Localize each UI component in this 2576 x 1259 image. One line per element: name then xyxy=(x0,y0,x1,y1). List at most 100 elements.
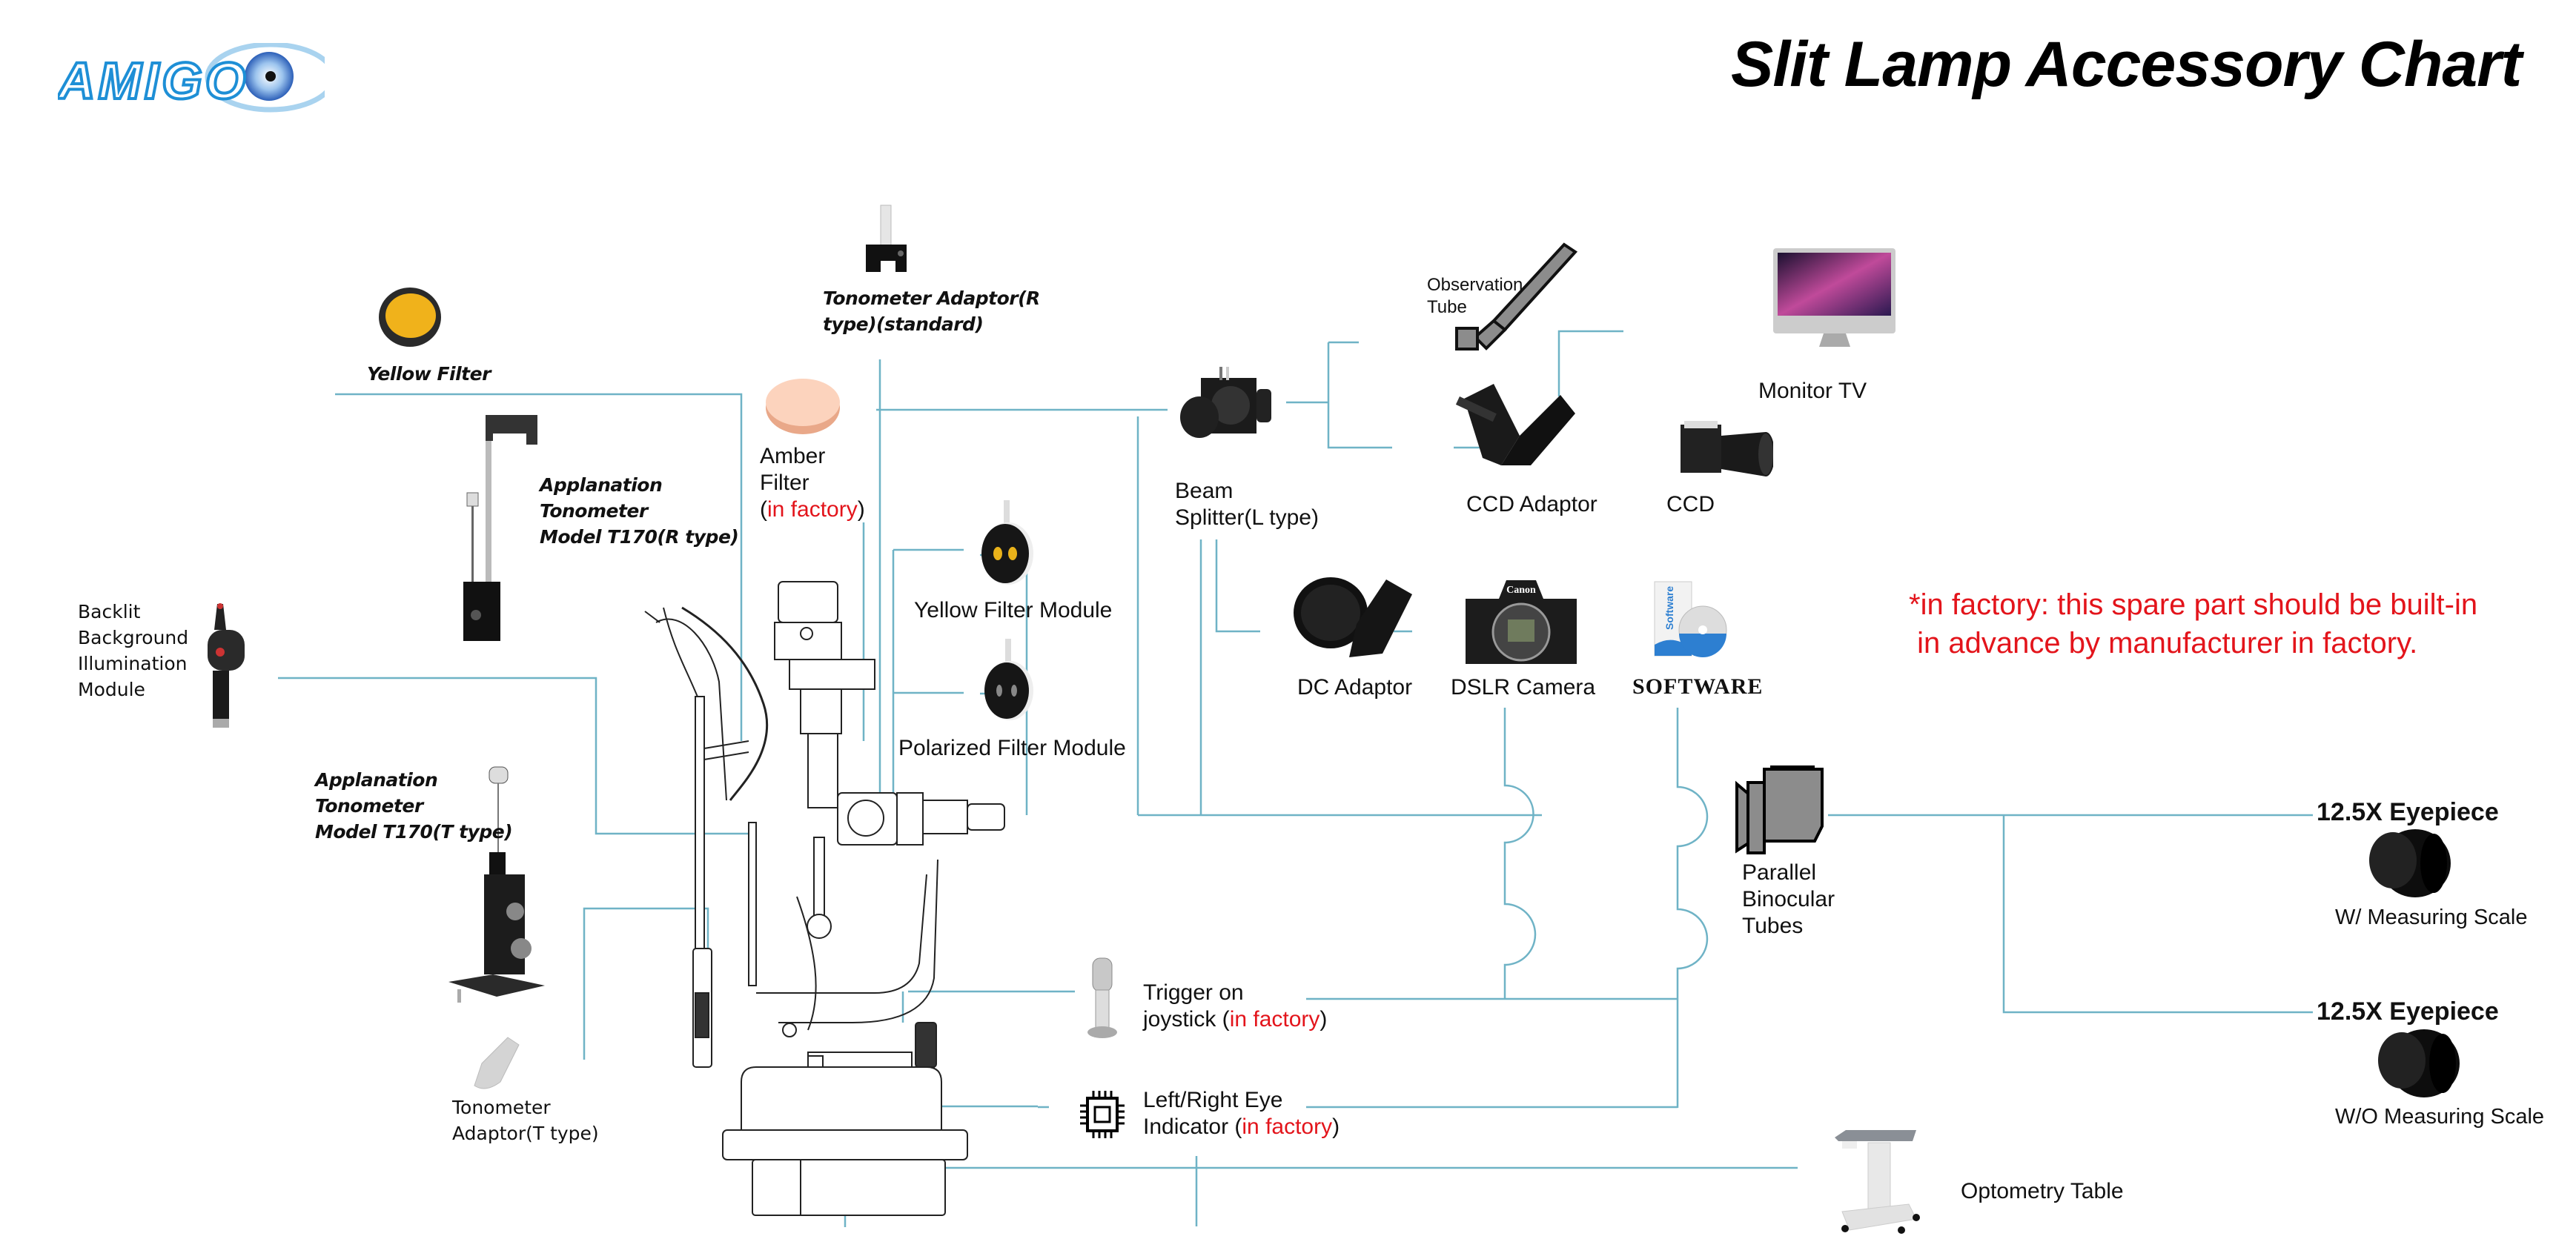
label-line: Filter xyxy=(760,471,809,495)
trigger-joystick-image xyxy=(1084,954,1121,1043)
label-line: Tonometer xyxy=(315,795,423,817)
label-eyepiece-w-heading: 12.5X Eyepiece xyxy=(2317,798,2499,826)
parallel-binocular-tube-image xyxy=(1733,763,1830,860)
in-factory-note: *in factory: this spare part should be b… xyxy=(1909,585,2477,662)
ccd-adaptor-image xyxy=(1449,384,1575,484)
connector-obs-ccd xyxy=(1327,342,1392,449)
label-eyepiece-w-sub: W/ Measuring Scale xyxy=(2335,906,2528,929)
svg-text:Canon: Canon xyxy=(1506,585,1536,596)
label-line: Adaptor(T type) xyxy=(452,1123,599,1144)
paren: ( xyxy=(760,497,767,522)
optometry-table-image xyxy=(1835,1126,1927,1238)
connector-monitor xyxy=(1557,330,1623,396)
label-ccd-adaptor: CCD Adaptor xyxy=(1466,492,1597,516)
chip-icon xyxy=(1079,1089,1126,1143)
svg-text:Software: Software xyxy=(1663,586,1675,630)
connector-tonometer-t xyxy=(583,907,709,1060)
label-line: (in factory) xyxy=(760,496,865,523)
yellow-filter-image xyxy=(377,288,443,354)
label-line: Tonometer xyxy=(540,500,648,522)
label-software: SOFTWARE xyxy=(1632,674,1764,699)
label-line: Background xyxy=(78,627,189,648)
polarized-filter-module-image xyxy=(979,639,1038,728)
label-line: Module xyxy=(78,679,145,700)
connector-yellow-filter xyxy=(335,393,743,741)
eyepiece-w-scale-image xyxy=(2363,825,2460,903)
label-observation-tube: Observation Tube xyxy=(1427,274,1523,319)
software-box-image: Software xyxy=(1647,574,1740,667)
tonometer-adaptor-r-image xyxy=(862,202,914,283)
label-parallel-binocular: Parallel Binocular Tubes xyxy=(1742,860,1835,940)
label-eyepiece-wo-sub: W/O Measuring Scale xyxy=(2335,1105,2545,1129)
label-line: Backlit xyxy=(78,601,141,622)
connector-dc-adaptor xyxy=(1215,539,1260,633)
label-amber-filter: Amber Filter (in factory) xyxy=(760,443,865,523)
label-backlit-module: Backlit Background Illumination Module xyxy=(78,599,188,702)
label-line: Illumination xyxy=(78,653,188,674)
applanation-tonometer-r-image xyxy=(452,411,549,645)
label-yellow-filter: Yellow Filter xyxy=(367,363,491,385)
label-line: Observation xyxy=(1427,275,1523,295)
connector-eyepiece-bottom xyxy=(2002,815,2313,1014)
label-line: Tube xyxy=(1427,297,1467,317)
label-text: joystick ( xyxy=(1143,1007,1230,1032)
connector-software xyxy=(1676,708,1709,1108)
label-line: Applanation xyxy=(540,474,663,496)
brand-name: AMIGO xyxy=(58,52,248,110)
connector-backlit xyxy=(278,677,752,835)
label-text: ) xyxy=(1320,1007,1328,1032)
eyepiece-wo-scale-image xyxy=(2372,1025,2469,1103)
label-yellow-filter-module: Yellow Filter Module xyxy=(914,598,1113,622)
label-optometry-table: Optometry Table xyxy=(1961,1179,2124,1203)
monitor-tv-image xyxy=(1773,248,1899,356)
label-text: ) xyxy=(1332,1115,1340,1139)
applanation-tonometer-t-image xyxy=(448,763,552,1011)
backlit-module-image xyxy=(196,600,248,734)
label-line: Indicator (in factory) xyxy=(1143,1114,1340,1140)
label-tonometer-adaptor-t: Tonometer Adaptor(T type) xyxy=(452,1094,599,1146)
note-line: *in factory: this spare part should be b… xyxy=(1909,588,2478,621)
label-line: Tonometer Adaptor(R xyxy=(823,288,1040,309)
label-line: Parallel xyxy=(1742,860,1817,885)
label-beam-splitter: Beam Splitter(L type) xyxy=(1175,478,1319,531)
beam-splitter-image xyxy=(1179,367,1290,452)
label-lr-eye-indicator: Left/Right Eye Indicator (in factory) xyxy=(1143,1087,1340,1140)
label-applanation-t: Applanation Tonometer Model T170(T type) xyxy=(315,767,513,845)
amigo-logo: AMIGO xyxy=(55,41,337,117)
page-title: Slit Lamp Accessory Chart xyxy=(1731,29,2522,100)
label-line: type)(standard) xyxy=(823,313,984,335)
label-eyepiece-wo-heading: 12.5X Eyepiece xyxy=(2317,997,2499,1026)
paren: ) xyxy=(857,497,865,522)
label-line: Tubes xyxy=(1742,914,1804,938)
label-monitor-tv: Monitor TV xyxy=(1758,379,1867,403)
label-dc-adaptor: DC Adaptor xyxy=(1297,675,1413,700)
tonometer-adaptor-t-image xyxy=(456,1034,530,1097)
label-line: Trigger on xyxy=(1143,980,1244,1005)
label-line: Beam xyxy=(1175,479,1234,503)
observation-tube-image xyxy=(1453,241,1594,363)
label-line: Amber xyxy=(760,444,826,468)
ccd-camera-image xyxy=(1677,417,1775,488)
label-dslr-camera: DSLR Camera xyxy=(1451,675,1596,700)
label-line: joystick (in factory) xyxy=(1143,1006,1327,1033)
yellow-filter-module-image xyxy=(977,500,1036,593)
in-factory-tag: in factory xyxy=(767,497,858,522)
note-line: in advance by manufacturer in factory. xyxy=(1909,627,2418,660)
connector-dslr xyxy=(1503,708,1537,999)
label-line: Binocular xyxy=(1742,887,1835,911)
label-line: Model T170(R type) xyxy=(540,526,739,548)
dc-adaptor-image xyxy=(1290,572,1423,672)
amber-filter-image xyxy=(762,374,844,441)
label-trigger-joystick: Trigger on joystick (in factory) xyxy=(1143,980,1327,1033)
in-factory-tag: in factory xyxy=(1229,1007,1320,1032)
label-tonometer-adaptor-r: Tonometer Adaptor(R type)(standard) xyxy=(823,285,1040,337)
label-line: Model T170(T type) xyxy=(315,821,513,843)
dslr-camera-image: Canon xyxy=(1462,577,1580,669)
slit-lamp-drawing xyxy=(644,581,1005,1216)
label-line: Applanation xyxy=(315,769,438,791)
label-line: Tonometer xyxy=(452,1097,551,1118)
label-ccd: CCD xyxy=(1666,492,1715,516)
label-line: Left/Right Eye xyxy=(1143,1088,1283,1112)
label-text: Indicator ( xyxy=(1143,1115,1242,1139)
